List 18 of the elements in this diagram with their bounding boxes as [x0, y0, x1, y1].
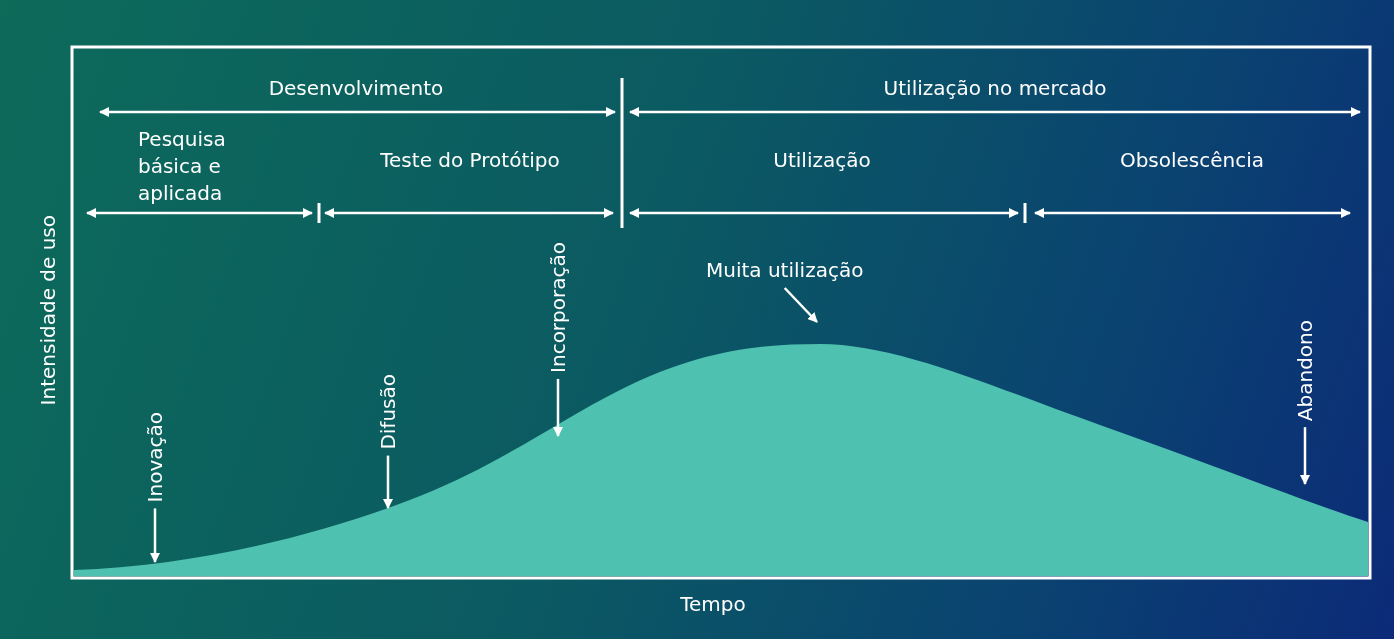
stage-label: Pesquisa básica e aplicada — [138, 126, 227, 207]
leader-arrow — [383, 455, 393, 509]
leader-arrow — [1300, 427, 1310, 485]
axis-title: Tempo — [680, 592, 746, 616]
axis-title: Intensidade de uso — [36, 214, 60, 406]
annotation-label: Abandono — [1293, 320, 1317, 422]
phase-label: Utilização no mercado — [883, 76, 1107, 100]
leader-arrow — [150, 508, 160, 563]
stage-label: Utilização — [773, 148, 871, 172]
annotation-label: Inovação — [143, 412, 167, 503]
leader-arrow — [783, 287, 818, 323]
stage-label: Obsolescência — [1119, 148, 1265, 172]
stage-label: Teste do Protótipo — [380, 148, 560, 172]
leader-arrow — [553, 378, 563, 437]
annotation-label: Muita utilização — [706, 258, 864, 282]
annotation-label: Difusão — [376, 374, 400, 450]
phase-label: Desenvolvimento — [268, 76, 444, 100]
annotation-label: Incorporação — [546, 242, 570, 373]
